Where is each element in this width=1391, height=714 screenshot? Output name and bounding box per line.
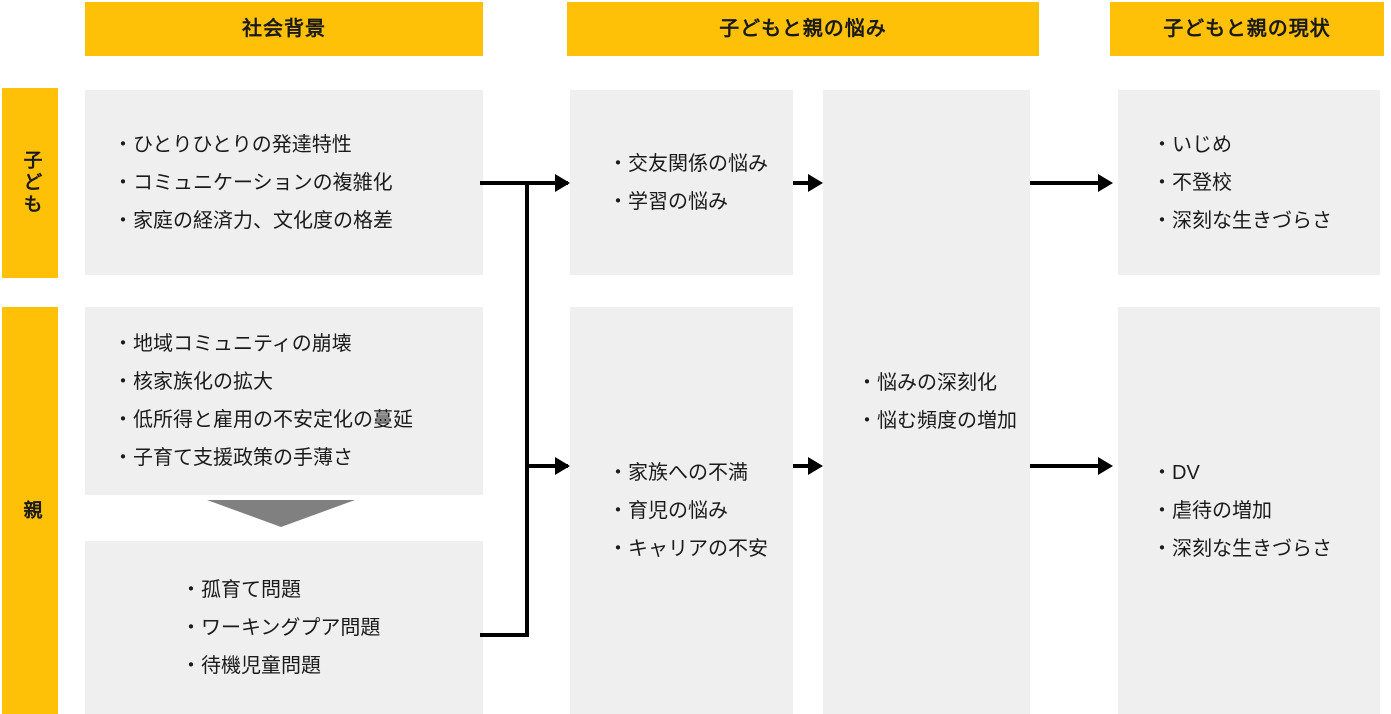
column-header-worries: 子どもと親の悩み xyxy=(567,2,1039,56)
column-header-label: 社会背景 xyxy=(242,18,326,40)
role-tab-child: 子ども xyxy=(2,88,58,278)
list-item: ・家庭の経済力、文化度の格差 xyxy=(113,209,393,232)
list-item: ・地域コミュニティの崩壊 xyxy=(113,333,352,355)
role-tab-label: 親 xyxy=(20,499,42,522)
column-header-label: 子どもと親の悩み xyxy=(719,18,887,40)
connector-line-parent-to-shared xyxy=(793,464,811,468)
list-item: ・悩む頻度の増加 xyxy=(857,410,1017,432)
arrowhead-icon-status-child xyxy=(1098,174,1113,192)
list-item: ・ひとりひとりの発達特性 xyxy=(113,133,352,156)
list-item: ・交友関係の悩み xyxy=(608,152,768,175)
arrowhead-icon-status-parent xyxy=(1098,457,1113,475)
list-item: ・核家族化の拡大 xyxy=(113,371,273,393)
list-item: ・子育て支援政策の手薄さ xyxy=(113,447,353,469)
connector-line-vertical-trunk xyxy=(525,181,529,637)
list-item: ・低所得と雇用の不安定化の蔓延 xyxy=(113,409,413,431)
connector-line-shared-to-status-parent xyxy=(1030,464,1103,468)
connector-line-child-to-shared xyxy=(793,181,811,185)
list-item: ・深刻な生きづらさ xyxy=(1152,209,1332,232)
panel-status-parent: ・DV ・虐待の増加 ・深刻な生きづらさ xyxy=(1118,307,1380,714)
list-item: ・深刻な生きづらさ xyxy=(1152,537,1332,560)
list-item: ・育児の悩み xyxy=(608,499,728,522)
panel-worries-parent: ・家族への不満 ・育児の悩み ・キャリアの不安 xyxy=(570,307,793,714)
list-item: ・DV xyxy=(1152,461,1200,484)
list-item: ・キャリアの不安 xyxy=(608,537,768,560)
role-tab-label: 子ども xyxy=(20,150,42,216)
arrowhead-icon-parent-to-shared xyxy=(808,457,823,475)
column-header-social-background: 社会背景 xyxy=(85,2,483,56)
role-tab-parent: 親 xyxy=(2,307,58,714)
panel-status-child: ・いじめ ・不登校 ・深刻な生きづらさ xyxy=(1118,90,1380,275)
list-item: ・孤育て問題 xyxy=(181,578,301,601)
panel-worries-shared: ・悩みの深刻化 ・悩む頻度の増加 xyxy=(823,90,1030,714)
column-header-label: 子どもと親の現状 xyxy=(1163,18,1331,40)
connector-line-child-top xyxy=(480,181,568,185)
panel-worries-child: ・交友関係の悩み ・学習の悩み xyxy=(570,90,793,275)
list-item: ・コミュニケーションの複雑化 xyxy=(113,171,393,194)
connector-line-parent-middle xyxy=(525,464,568,468)
list-item: ・虐待の増加 xyxy=(1152,499,1272,522)
connector-line-secondary-bottom xyxy=(480,633,529,637)
arrowhead-icon-child-worries xyxy=(555,174,570,192)
panel-background-parent: ・地域コミュニティの崩壊 ・核家族化の拡大 ・低所得と雇用の不安定化の蔓延 ・子… xyxy=(85,307,483,495)
list-item: ・いじめ xyxy=(1152,133,1232,156)
arrowhead-icon-parent-worries xyxy=(555,457,570,475)
panel-background-child: ・ひとりひとりの発達特性 ・コミュニケーションの複雑化 ・家庭の経済力、文化度の… xyxy=(85,90,483,275)
arrowhead-icon-child-to-shared xyxy=(808,174,823,192)
list-item: ・不登校 xyxy=(1152,171,1232,194)
list-item: ・ワーキングプア問題 xyxy=(181,616,381,639)
list-item: ・待機児童問題 xyxy=(181,654,321,677)
panel-background-parent-secondary: ・孤育て問題 ・ワーキングプア問題 ・待機児童問題 xyxy=(85,541,483,714)
connector-line-shared-to-status-child xyxy=(1030,181,1103,185)
list-item: ・悩みの深刻化 xyxy=(857,372,997,394)
list-item: ・学習の悩み xyxy=(608,190,728,213)
list-item: ・家族への不満 xyxy=(608,461,748,484)
down-triangle-icon xyxy=(207,500,355,527)
column-header-current-status: 子どもと親の現状 xyxy=(1110,2,1384,56)
